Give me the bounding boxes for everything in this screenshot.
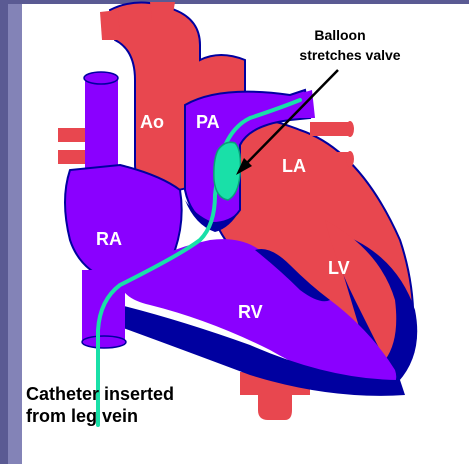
label-ao: Ao <box>140 112 164 132</box>
pulmonary-vein-upper <box>310 122 350 136</box>
svc-top <box>84 72 118 84</box>
vein-end-upper <box>346 121 354 137</box>
balloon <box>214 142 241 200</box>
label-lv: LV <box>328 258 350 278</box>
vein-end-lower <box>346 151 354 167</box>
pulmonary-vein-lower <box>310 152 350 166</box>
annotation-catheter-line1: Catheter inserted <box>26 384 174 404</box>
annotation-catheter-line2: from leg vein <box>26 406 138 426</box>
aortic-branch-1 <box>100 10 120 40</box>
aortic-branch-2 <box>150 2 175 20</box>
label-la: LA <box>282 156 306 176</box>
label-rv: RV <box>238 302 263 322</box>
ivc-end <box>82 336 126 348</box>
annotation-balloon-line2: stretches valve <box>299 47 400 63</box>
label-ra: RA <box>96 229 122 249</box>
superior-vena-cava <box>85 78 118 175</box>
label-pa: PA <box>196 112 220 132</box>
annotation-balloon-line1: Balloon <box>314 27 365 43</box>
